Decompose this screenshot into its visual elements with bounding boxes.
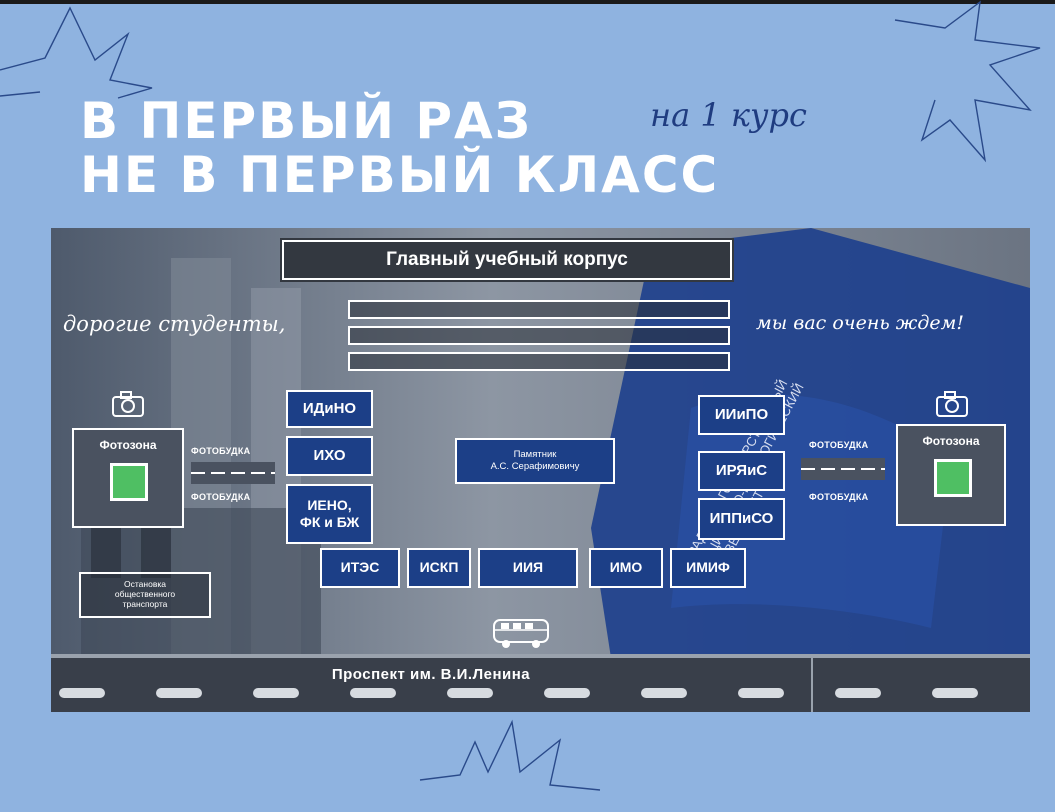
camera-icon (112, 391, 144, 417)
building-imif: ИМИФ (670, 548, 746, 588)
photozone-right: Фотозона (896, 424, 1006, 526)
avenue-label: Проспект им. В.И.Ленина (331, 666, 531, 683)
photobooth-left-top-label: ФОТОБУДКА (191, 446, 251, 456)
photobooth-right-bottom-label: ФОТОБУДКА (809, 492, 869, 502)
building-ieno: ИЕНО, ФК и БЖ (286, 484, 373, 544)
road-dash (641, 688, 687, 698)
road-dash (156, 688, 202, 698)
photobooth-right-top-label: ФОТОБУДКА (809, 440, 869, 450)
photozone-right-marker (934, 459, 972, 497)
building-ites: ИТЭС (320, 548, 400, 588)
script-dear-students: дорогие студенты, (63, 312, 286, 336)
road-dash (932, 688, 978, 698)
main-building-wing-2 (348, 326, 730, 345)
campus-map: ГРАДСКИЙ ГОСУДАРСТВЕННЫЙ СОЦИАЛЬНО-ПЕДАГ… (51, 228, 1030, 712)
road-dash (350, 688, 396, 698)
camera-icon (936, 391, 968, 417)
headline-line-2: НЕ В ПЕРВЫЙ КЛАСС (80, 146, 720, 204)
top-border (0, 0, 1055, 4)
photozone-left: Фотозона (72, 428, 184, 528)
photozone-left-label: Фотозона (99, 438, 157, 452)
road-dash (253, 688, 299, 698)
script-we-wait: мы вас очень ждем! (756, 312, 965, 334)
main-building-wing-1 (348, 300, 730, 319)
road-dash (544, 688, 590, 698)
bus-icon (493, 619, 549, 648)
building-iho: ИХО (286, 436, 373, 476)
photobooth-right-path (801, 458, 885, 480)
photobooth-left-bottom-label: ФОТОБУДКА (191, 492, 251, 502)
building-idino: ИДиНО (286, 390, 373, 428)
road-dash (738, 688, 784, 698)
avenue-road: Проспект им. В.И.Ленина (51, 654, 1030, 712)
script-na-1-kurs: на 1 курс (650, 96, 807, 134)
bus-stop: Остановка общественного транспорта (79, 572, 211, 618)
headline-line-1: В ПЕРВЫЙ РАЗ (80, 92, 533, 150)
road-divider (811, 658, 813, 712)
road-dash (835, 688, 881, 698)
road-dash (447, 688, 493, 698)
building-iiipo: ИИиПО (698, 395, 785, 435)
road-dash (59, 688, 105, 698)
building-iiya: ИИЯ (478, 548, 578, 588)
main-building-label: Главный учебный корпус (280, 238, 734, 282)
building-iskp: ИСКП (407, 548, 471, 588)
photobooth-left-path (191, 462, 275, 484)
building-imo: ИМО (589, 548, 663, 588)
photozone-left-marker (110, 463, 148, 501)
building-iryais: ИРЯиС (698, 451, 785, 491)
monument-serafimovich: Памятник А.С. Серафимовичу (455, 438, 615, 484)
bus-stop-label: Остановка общественного транспорта (114, 579, 176, 610)
main-building-wing-3 (348, 352, 730, 371)
building-ippiso: ИППиСО (698, 498, 785, 540)
photozone-right-label: Фотозона (922, 434, 980, 448)
